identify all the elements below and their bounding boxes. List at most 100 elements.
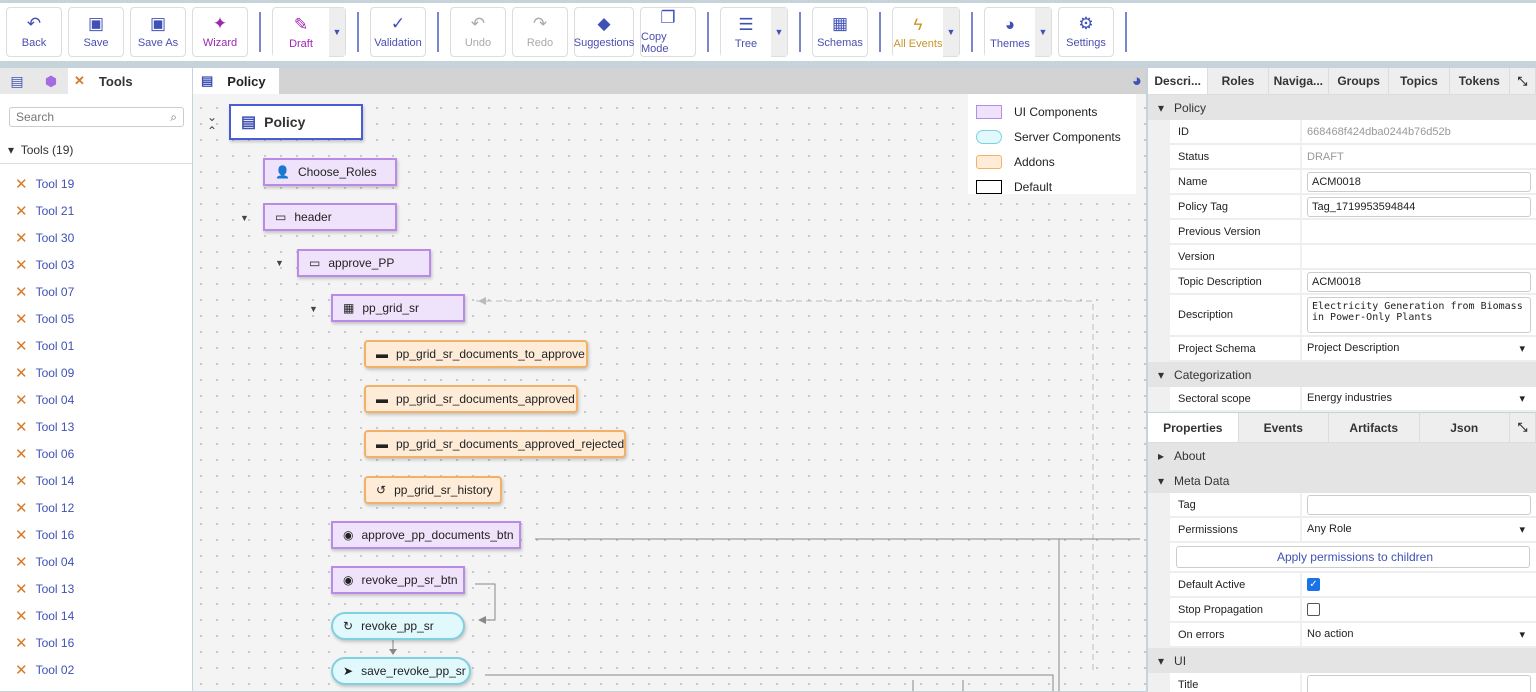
label: Back: [22, 37, 46, 49]
tree-node[interactable]: ➤save_revoke_pp_sr: [331, 657, 471, 685]
tool-item[interactable]: ✕Tool 05: [0, 305, 192, 332]
collapse-icon[interactable]: ⤡: [1510, 413, 1536, 442]
tool-label: Tool 16: [36, 528, 75, 542]
save-as-button[interactable]: ▣Save As: [130, 7, 186, 57]
tools-icon: ✕: [15, 337, 28, 355]
validation-button[interactable]: ✓Validation: [370, 7, 426, 57]
tool-item[interactable]: ✕Tool 13: [0, 575, 192, 602]
tree-node[interactable]: ▦pp_grid_sr: [331, 294, 465, 322]
tool-item[interactable]: ✕Tool 16: [0, 629, 192, 656]
tree-node[interactable]: ▬pp_grid_sr_documents_approved: [364, 385, 578, 413]
field-label: Description: [1170, 295, 1300, 335]
tab[interactable]: Events: [1239, 413, 1330, 442]
redo-button[interactable]: ↷Redo: [512, 7, 568, 57]
title-input[interactable]: [1307, 675, 1531, 692]
suggestions-button[interactable]: ◆Suggestions: [574, 7, 634, 57]
tab[interactable]: Naviga...: [1269, 68, 1329, 94]
stop-propagation-checkbox[interactable]: [1307, 603, 1320, 616]
tree-node[interactable]: ◉revoke_pp_sr_btn: [331, 566, 465, 594]
collapse-all-icon[interactable]: ⌄⌃: [207, 110, 217, 138]
tree-node[interactable]: 👤Choose_Roles: [263, 158, 397, 186]
tree-button[interactable]: ☰Tree: [721, 8, 771, 58]
description-textarea[interactable]: Electricity Generation from Biomass in P…: [1307, 297, 1531, 333]
tab[interactable]: Roles: [1208, 68, 1268, 94]
node-type-icon: ▬: [376, 437, 388, 451]
tab[interactable]: Topics: [1389, 68, 1449, 94]
tool-item[interactable]: ✕Tool 12: [0, 494, 192, 521]
copy-mode-button[interactable]: ❐Copy Mode: [640, 7, 696, 57]
tool-item[interactable]: ✕Tool 19: [0, 170, 192, 197]
tag-input[interactable]: [1307, 495, 1531, 515]
on-errors-select[interactable]: No action▾: [1307, 628, 1531, 641]
policy-canvas[interactable]: ▤Policy ◕ ⌄⌃ ▤Policy ▼ ▼ ▼ 👤Choose_Roles…: [193, 68, 1146, 691]
back-button[interactable]: ↶Back: [6, 7, 62, 57]
tool-item[interactable]: ✕Tool 03: [0, 251, 192, 278]
section-meta-data[interactable]: ▾ Meta Data: [1148, 468, 1536, 493]
tab-tools[interactable]: ✕Tools: [68, 68, 192, 94]
collapse-icon[interactable]: ⤡: [1510, 68, 1536, 94]
settings-button[interactable]: ⚙Settings: [1058, 7, 1114, 57]
expand-caret[interactable]: ▼: [275, 258, 284, 268]
sectoral-scope-select[interactable]: Energy industries▾: [1307, 392, 1531, 405]
name-input[interactable]: ACM0018: [1307, 172, 1531, 192]
tree-node[interactable]: ◉approve_pp_documents_btn: [331, 521, 521, 549]
wizard-button[interactable]: ✦Wizard: [192, 7, 248, 57]
tab[interactable]: Properties: [1148, 413, 1239, 442]
tree-node[interactable]: ▬pp_grid_sr_documents_to_approve: [364, 340, 588, 368]
apply-permissions-button[interactable]: Apply permissions to children: [1176, 546, 1530, 568]
tool-item[interactable]: ✕Tool 14: [0, 602, 192, 629]
tree-dropdown[interactable]: ▼: [771, 8, 787, 56]
themes-dropdown[interactable]: ▼: [1035, 8, 1051, 56]
tree-node[interactable]: ↻revoke_pp_sr: [331, 612, 465, 640]
divider: [357, 12, 359, 52]
policy-root-node[interactable]: ▤Policy: [229, 104, 363, 140]
tree-node[interactable]: ▬pp_grid_sr_documents_approved_rejected: [364, 430, 626, 458]
tab[interactable]: Tokens: [1450, 68, 1510, 94]
tab-document[interactable]: ▤: [0, 68, 34, 94]
section-policy[interactable]: ▾ Policy: [1148, 95, 1536, 120]
undo-button[interactable]: ↶Undo: [450, 7, 506, 57]
events-dropdown[interactable]: ▼: [943, 8, 959, 56]
policy-tag-input[interactable]: Tag_1719953594844: [1307, 197, 1531, 217]
section-ui[interactable]: ▾ UI: [1148, 648, 1536, 673]
tool-item[interactable]: ✕Tool 06: [0, 440, 192, 467]
section-about[interactable]: ▸ About: [1148, 443, 1536, 468]
tools-group-header[interactable]: ▾ Tools (19): [0, 137, 192, 164]
project-schema-select[interactable]: Project Description▾: [1307, 342, 1531, 355]
tool-item[interactable]: ✕Tool 13: [0, 413, 192, 440]
save-button[interactable]: ▣Save: [68, 7, 124, 57]
tab[interactable]: Groups: [1329, 68, 1389, 94]
section-categorization[interactable]: ▾ Categorization: [1148, 362, 1536, 387]
tab[interactable]: Json: [1420, 413, 1511, 442]
tool-item[interactable]: ✕Tool 04: [0, 548, 192, 575]
tool-item[interactable]: ✕Tool 14: [0, 467, 192, 494]
schemas-button[interactable]: ▦Schemas: [812, 7, 868, 57]
draft-button[interactable]: ✎Draft: [273, 8, 329, 58]
default-active-checkbox[interactable]: ✓: [1307, 578, 1320, 591]
grid-icon: ▦: [832, 15, 848, 33]
tree-node[interactable]: ▭header: [263, 203, 397, 231]
tree-node[interactable]: ↺pp_grid_sr_history: [364, 476, 502, 504]
themes-button[interactable]: ◕Themes: [985, 8, 1035, 58]
tool-item[interactable]: ✕Tool 02: [0, 656, 192, 683]
expand-caret[interactable]: ▼: [309, 304, 318, 314]
tree-node[interactable]: ▭approve_PP: [297, 249, 431, 277]
tool-item[interactable]: ✕Tool 30: [0, 224, 192, 251]
tab-modules[interactable]: ⬢: [34, 68, 68, 94]
tools-icon: ✕: [15, 175, 28, 193]
section-label: Meta Data: [1174, 474, 1229, 488]
tool-item[interactable]: ✕Tool 04: [0, 386, 192, 413]
search-input[interactable]: Search⌕: [9, 107, 184, 127]
expand-caret[interactable]: ▼: [240, 213, 249, 223]
tab[interactable]: Artifacts: [1329, 413, 1420, 442]
tool-item[interactable]: ✕Tool 16: [0, 521, 192, 548]
permissions-select[interactable]: Any Role▾: [1307, 523, 1531, 536]
tool-item[interactable]: ✕Tool 21: [0, 197, 192, 224]
topic-description-input[interactable]: ACM0018: [1307, 272, 1531, 292]
draft-dropdown[interactable]: ▼: [329, 8, 345, 56]
tool-item[interactable]: ✕Tool 09: [0, 359, 192, 386]
tool-item[interactable]: ✕Tool 01: [0, 332, 192, 359]
tab[interactable]: Descri...: [1148, 68, 1208, 94]
tool-item[interactable]: ✕Tool 07: [0, 278, 192, 305]
